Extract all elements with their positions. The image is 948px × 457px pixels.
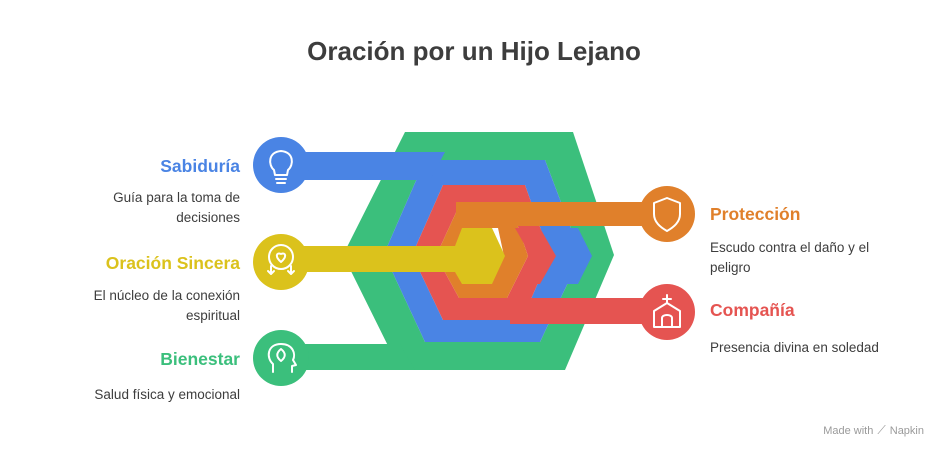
oracion-sincera-description: El núcleo de la conexión espiritual: [93, 288, 240, 323]
napkin-logo-icon: ⟋: [877, 423, 886, 437]
compania-description: Presencia divina en soledad: [710, 340, 879, 355]
sabiduria-chevron: [560, 228, 592, 284]
sabiduria-connector: [280, 152, 445, 180]
oracion-sincera-arrow: [280, 228, 505, 284]
sabiduria-label: Sabiduría: [160, 156, 240, 176]
oracion-sincera-label: Oración Sincera: [105, 253, 240, 273]
compania-connector: [510, 298, 660, 324]
sabiduria-circle: [253, 137, 309, 193]
compania-chevron: [515, 228, 556, 284]
sabiduria-band: [384, 160, 581, 342]
bienestar-circle: [253, 330, 309, 386]
bienestar-label: Bienestar: [160, 349, 240, 369]
church-icon: [653, 294, 681, 328]
bienestar-description: Salud física y emocional: [94, 387, 240, 402]
bienestar-band: [343, 132, 614, 370]
compania-label: Compañía: [710, 300, 795, 320]
bienestar-connector: [280, 344, 415, 370]
made-with-napkin: Made with ⟋ Napkin: [823, 423, 924, 438]
made-with-text: Made with: [823, 424, 874, 437]
sabiduria-description: Guía para la toma de decisiones: [113, 190, 240, 225]
proteccion-description: Escudo contra el daño y el peligro: [710, 240, 870, 275]
proteccion-label: Protección: [710, 204, 801, 224]
head-leaf-icon: [267, 343, 297, 373]
napkin-brand: Napkin: [889, 424, 924, 437]
lightbulb-icon: [269, 150, 293, 184]
page-title: Oración por un Hijo Lejano: [307, 36, 641, 66]
hearts-hands-icon: [267, 244, 295, 275]
shield-icon: [653, 197, 681, 232]
compania-circle: [639, 284, 695, 340]
proteccion-connector: [456, 202, 660, 226]
proteccion-circle: [639, 186, 695, 242]
